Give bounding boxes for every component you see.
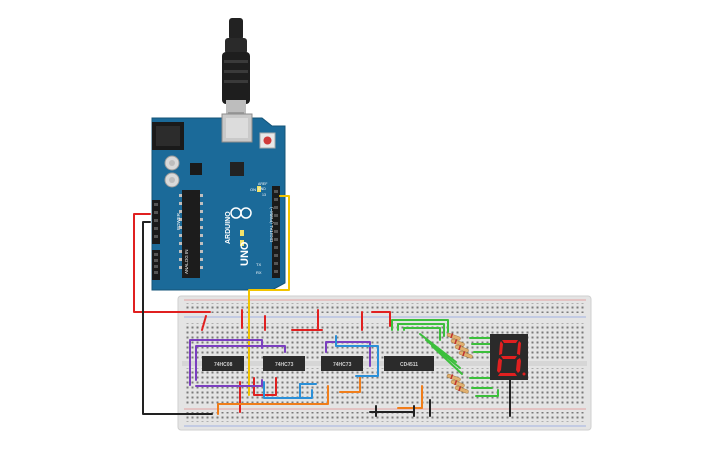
gnd-label: GND <box>258 187 266 191</box>
arduino-logo-icon <box>230 207 252 219</box>
resistor-array[interactable] <box>446 332 473 394</box>
usb-controller-chip <box>230 162 244 176</box>
wire-yellow-clock[interactable] <box>248 195 290 396</box>
chip-label: 74HC73 <box>275 362 294 368</box>
chip-label: CD4511 <box>400 362 418 368</box>
tx-led <box>240 230 244 236</box>
usb-cable[interactable] <box>222 18 250 118</box>
wire-green[interactable] <box>391 319 449 333</box>
on-label: ON <box>250 187 256 192</box>
on-led <box>257 186 261 192</box>
ic-chip-74hc08[interactable]: 74HC08 <box>202 356 244 371</box>
rx-led <box>240 240 244 246</box>
rx-label: RX <box>256 270 262 275</box>
decimal-point <box>522 372 526 376</box>
power-header-label: POWER <box>176 212 181 230</box>
wire-black-gnd[interactable] <box>142 221 213 415</box>
segment-digit <box>497 340 521 376</box>
arduino-uno-board[interactable]: ARDUINO UNO POWER ANALOG IN DIGITAL (PWM… <box>151 113 286 291</box>
ic-chip-74hc73-b[interactable]: 74HC73 <box>321 356 363 371</box>
voltage-regulator <box>190 163 202 175</box>
wire-orange[interactable] <box>217 385 329 415</box>
chip-label: 74HC73 <box>333 362 352 368</box>
wire-blue[interactable] <box>263 381 301 399</box>
atmega-microcontroller <box>182 190 200 278</box>
wire-red-5v[interactable] <box>133 213 211 313</box>
analog-header-label: ANALOG IN <box>184 249 189 274</box>
seven-segment-display[interactable] <box>490 334 528 380</box>
wires[interactable] <box>133 195 511 417</box>
ic-chip-cd4511[interactable]: CD4511 <box>384 356 434 371</box>
wire-purple[interactable] <box>189 339 263 386</box>
pin13-label: 13 <box>262 193 266 197</box>
tx-label: TX <box>256 262 261 267</box>
ic-chip-74hc73-a[interactable]: 74HC73 <box>263 356 305 371</box>
digital-header-label: DIGITAL (PWM~) <box>269 207 274 242</box>
aref-label: AREF <box>258 182 267 186</box>
chip-label: 74HC08 <box>214 362 233 368</box>
model-text: UNO <box>239 241 251 266</box>
brand-text: ARDUINO <box>225 211 232 244</box>
